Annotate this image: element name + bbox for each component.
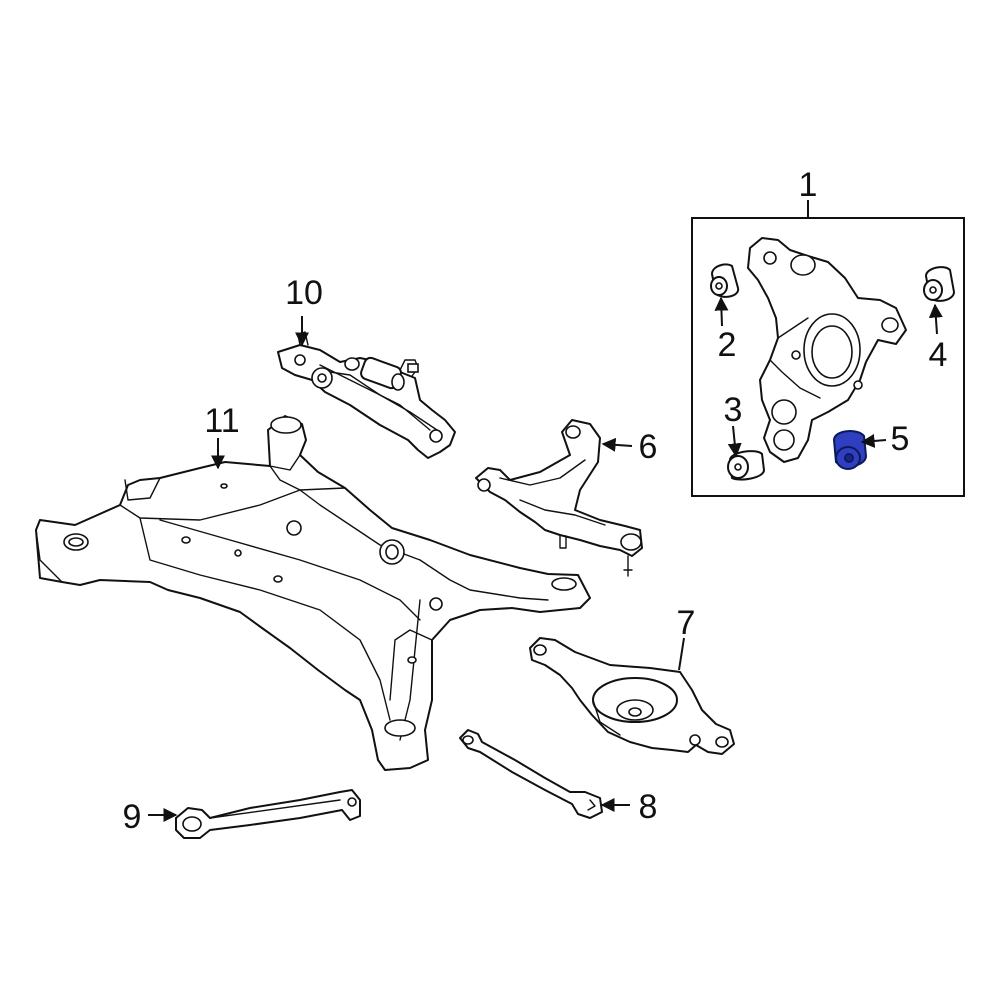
callout-2: 2 [718, 326, 737, 364]
knuckle-part-1[interactable] [747, 237, 907, 463]
callout-6: 6 [639, 428, 658, 466]
lateral-link-part-8[interactable] [459, 729, 603, 819]
upper-control-arm-part-6[interactable] [475, 419, 643, 577]
crossmember-part-11[interactable] [35, 415, 591, 771]
bushing-part-3[interactable] [727, 450, 765, 481]
toe-link-part-9[interactable] [175, 789, 361, 839]
callout-11: 11 [204, 402, 239, 440]
leader-7 [678, 637, 685, 671]
lower-control-arm-part-7[interactable] [529, 637, 735, 755]
bushing-part-4[interactable] [923, 266, 955, 302]
bushing-part-5-highlighted[interactable] [832, 430, 868, 470]
callout-3: 3 [724, 391, 743, 429]
leader-3 [727, 425, 742, 458]
sensor-assembly-part-10[interactable] [277, 331, 456, 459]
callout-8: 8 [639, 788, 658, 826]
leader-4 [928, 303, 943, 335]
callout-4: 4 [929, 336, 948, 374]
leader-5 [860, 433, 887, 448]
callout-1: 1 [799, 166, 818, 204]
callout-7: 7 [677, 604, 696, 642]
bushing-part-2[interactable] [710, 263, 740, 298]
callout-10: 10 [285, 274, 323, 312]
leader-2 [714, 296, 729, 327]
knuckle-group-box [691, 217, 965, 497]
leader-6 [601, 437, 633, 452]
callout-5: 5 [891, 420, 910, 458]
callout-9: 9 [123, 798, 142, 836]
